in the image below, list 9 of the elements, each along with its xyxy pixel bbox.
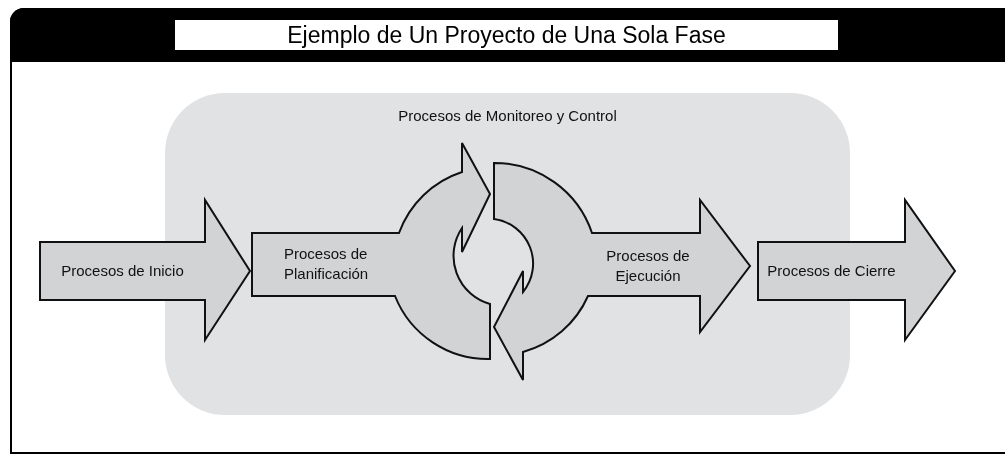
process-arrow-shape <box>756 200 957 342</box>
diagram-title: Ejemplo de Un Proyecto de Una Sola Fase <box>175 20 838 50</box>
process-label: Procesos de Ejecución <box>605 246 691 286</box>
process-label: Procesos de Inicio <box>60 261 185 281</box>
process-label: Procesos de Cierre <box>766 261 897 281</box>
cycle-arrow-shape <box>250 140 492 362</box>
process-label: Procesos de Planificación <box>284 244 370 284</box>
group-label: Procesos de Monitoreo y Control <box>397 106 618 126</box>
cycle-arrow-shape <box>492 161 752 382</box>
